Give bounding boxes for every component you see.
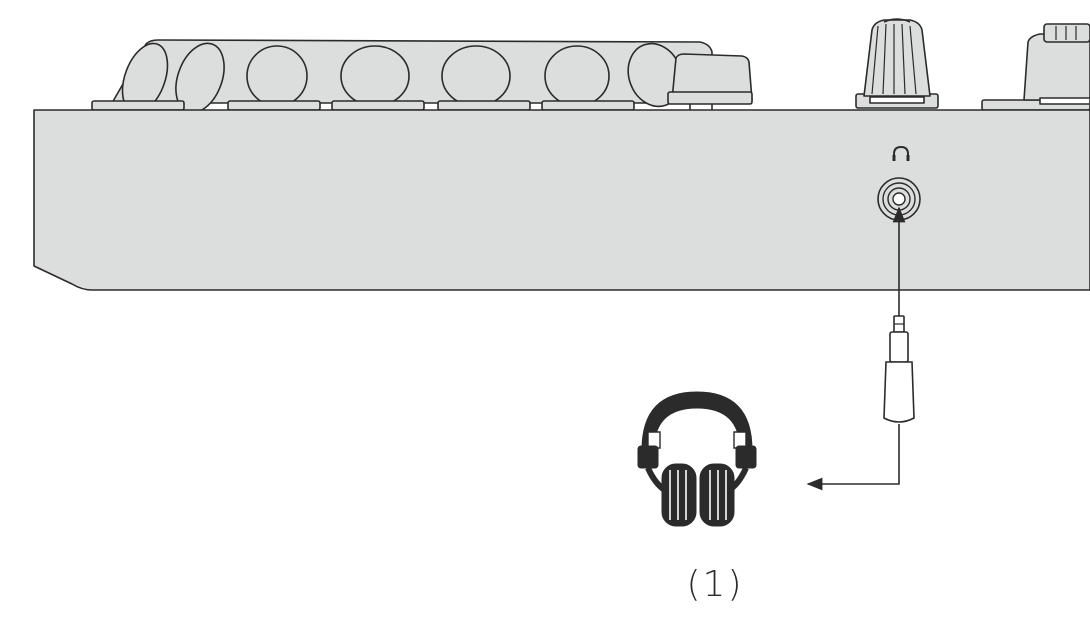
tall-knob	[855, 18, 939, 109]
front-panel	[33, 109, 1090, 291]
headphone-cable	[806, 206, 915, 491]
dj-controller	[33, 18, 1090, 291]
headphones-icon	[637, 391, 757, 527]
jog-deck	[91, 39, 713, 114]
audio-plug-icon	[883, 315, 915, 423]
callout-label: (1)	[686, 564, 744, 605]
edge-knob	[667, 53, 753, 110]
pad-row	[121, 42, 683, 114]
headphone-symbol-icon	[892, 145, 910, 161]
pad-bases	[91, 100, 635, 111]
right-knob	[981, 23, 1090, 111]
headphones-jack	[877, 177, 921, 221]
